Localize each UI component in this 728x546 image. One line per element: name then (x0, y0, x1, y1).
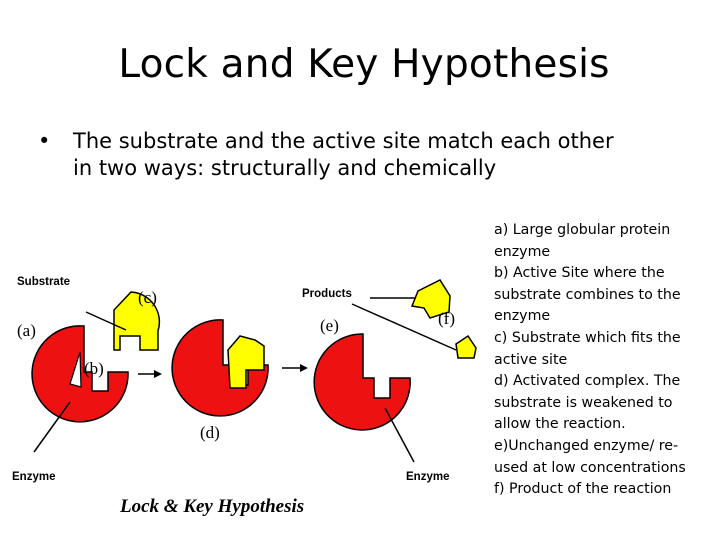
slide-title: Lock and Key Hypothesis (118, 42, 610, 87)
pointer-products-2 (351, 303, 457, 351)
label-f: (f) (438, 309, 455, 328)
label-d: (d) (200, 423, 220, 442)
legend-line: b) Active Site where the (494, 265, 665, 282)
pointer-enzyme-left (33, 401, 71, 453)
legend-line: substrate is weakened to (494, 394, 673, 411)
legend-line: used at low concentrations (494, 459, 686, 476)
legend-line: active site (494, 351, 568, 368)
pointer-substrate (85, 311, 127, 331)
enzyme-e-shape (313, 333, 411, 431)
bullet-text: The substrate and the active site match … (73, 128, 693, 182)
substrate-c-shape (113, 291, 161, 351)
label-substrate: Substrate (17, 276, 70, 288)
label-enzyme-left: Enzyme (12, 471, 55, 483)
pointer-enzyme-right (384, 407, 415, 463)
legend-line: c) Substrate which fits the (494, 329, 681, 346)
label-a: (a) (17, 321, 36, 340)
legend-line: substrate combines to the (494, 286, 681, 303)
legend-line: enzyme (494, 308, 551, 325)
label-c: (c) (138, 288, 157, 307)
arrowhead-icon (300, 364, 308, 372)
active-site-b-notch (69, 351, 82, 388)
label-e: (e) (320, 316, 339, 335)
figure-caption: Lock & Key Hypothesis (119, 496, 304, 517)
label-products: Products (302, 288, 352, 300)
arrowhead-icon (154, 370, 162, 378)
bullet-marker: • (38, 129, 51, 153)
bullet-line-2: in two ways: structurally and chemically (73, 156, 497, 180)
enzyme-d-shape (171, 319, 269, 417)
legend-line: e)Unchanged enzyme/ re- (494, 437, 679, 454)
bullet-line-1: The substrate and the active site match … (73, 129, 614, 153)
product-f-1 (410, 279, 451, 319)
label-b: (b) (84, 359, 104, 378)
legend-line: a) Large globular protein (494, 222, 671, 238)
legend-line: enzyme (494, 243, 551, 260)
legend-line: f) Product of the reaction (494, 481, 672, 498)
figure-legend: a) Large globular protein enzyme b) Acti… (494, 220, 714, 501)
legend-line: allow the reaction. (494, 416, 626, 433)
product-f-2 (455, 334, 477, 359)
substrate-in-site (227, 335, 265, 389)
label-enzyme-right: Enzyme (406, 471, 449, 483)
legend-line: d) Activated complex. The (494, 373, 681, 390)
